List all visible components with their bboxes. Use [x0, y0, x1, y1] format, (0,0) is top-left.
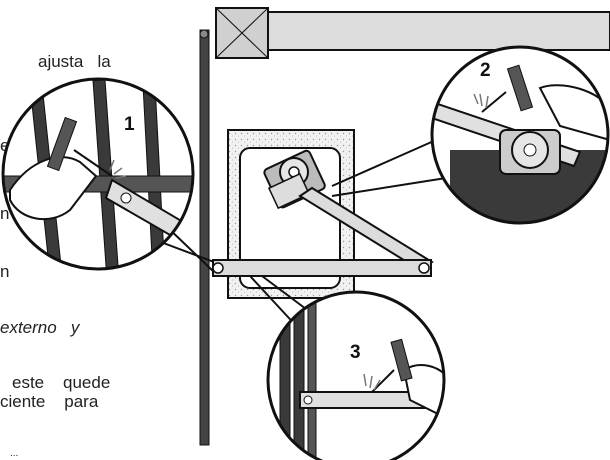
callout-number-2: 2	[480, 60, 491, 81]
callout-number-1: 1	[124, 114, 135, 135]
gate-post	[199, 29, 210, 446]
callout-circle-3: 3	[266, 290, 446, 460]
text-line-3: n	[0, 204, 10, 223]
callout-number-3: 3	[350, 342, 361, 363]
text-line-8: ...	[10, 448, 19, 459]
callout-circle-1: 1	[1, 77, 195, 271]
text-line-7: ciente para	[0, 392, 99, 411]
gate-motor	[263, 149, 326, 210]
text-line-1: ajusta la	[38, 52, 111, 71]
opener-arm	[212, 186, 434, 277]
callout-circle-2: 2	[430, 45, 610, 225]
text-line-5: externo y	[0, 318, 80, 337]
top-rail	[215, 7, 610, 59]
text-line-6: este quede	[12, 373, 111, 392]
text-line-4: n	[0, 262, 10, 281]
